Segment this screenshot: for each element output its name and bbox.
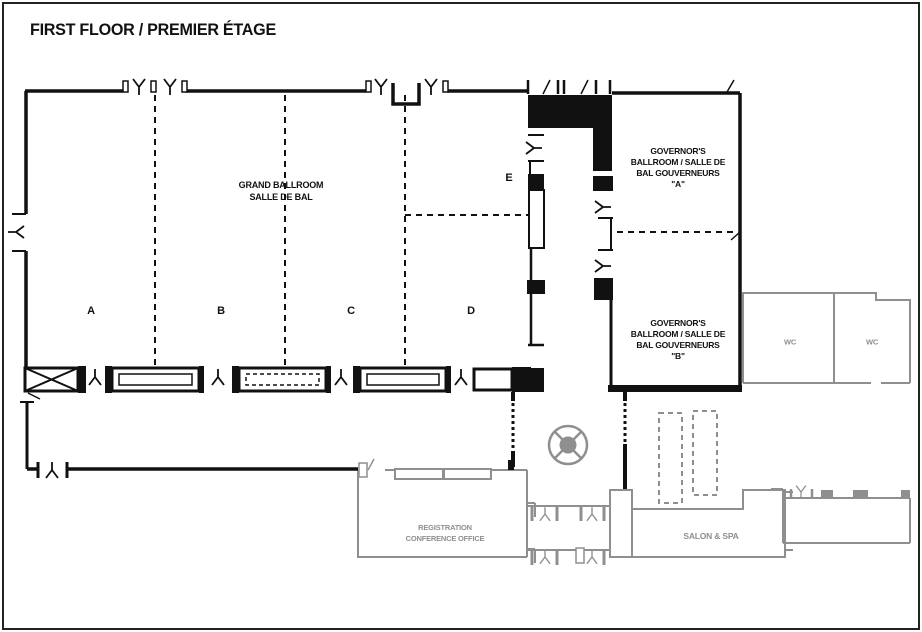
foyer xyxy=(511,392,627,491)
rotunda-icon xyxy=(547,424,589,466)
door-swing-icon xyxy=(539,506,598,565)
grand-ballroom-walls xyxy=(7,78,528,369)
governors-ballroom-a-label: GOVERNOR'S BALLROOM / SALLE DE BAL GOUVE… xyxy=(630,146,726,189)
west-corridor xyxy=(20,401,358,479)
salon-spa-label: SALON & SPA xyxy=(683,531,739,541)
governors-ballroom-b-label: GOVERNOR'S BALLROOM / SALLE DE BAL GOUVE… xyxy=(630,318,726,361)
airwall-pockets xyxy=(23,366,531,400)
door-swing-icon xyxy=(7,225,25,239)
salon-spa xyxy=(609,410,793,558)
section-c-label: C xyxy=(347,305,355,317)
governors-ballroom-walls xyxy=(608,79,742,392)
section-a-label: A xyxy=(87,305,95,317)
stage-x-box xyxy=(23,366,86,400)
wc-rooms xyxy=(742,292,911,384)
registration-label: REGISTRATION CONFERENCE OFFICE xyxy=(405,523,485,543)
grand-ballroom-label: GRAND BALLROOM SALLE DE BAL xyxy=(238,180,324,202)
door-swing-icon xyxy=(45,461,59,479)
right-wing xyxy=(771,484,911,544)
door-swing-icon xyxy=(795,484,807,500)
page-title: FIRST FLOOR / PREMIER ÉTAGE xyxy=(30,20,276,39)
pre-function-corridor xyxy=(525,79,613,392)
section-dividers xyxy=(154,95,528,366)
section-e-label: E xyxy=(505,172,513,184)
wc-left-label: WC xyxy=(783,337,797,347)
section-b-label: B xyxy=(217,305,225,317)
section-d-label: D xyxy=(467,305,475,317)
registration-office xyxy=(357,458,536,563)
wc-right-label: WC xyxy=(865,337,879,347)
entrance-vestibule xyxy=(526,505,611,565)
